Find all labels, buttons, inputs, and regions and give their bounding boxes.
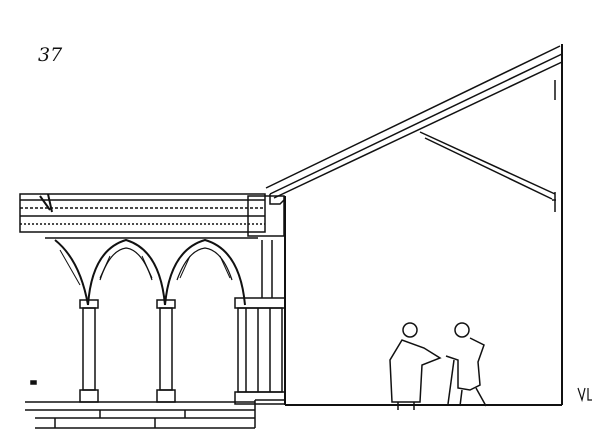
roof — [265, 44, 563, 405]
plate-number: 37 — [38, 44, 63, 66]
gable-wall — [269, 194, 562, 406]
figure-monk — [389, 322, 442, 410]
scale-mark — [30, 380, 37, 385]
arches — [54, 238, 246, 306]
monogram-vl — [577, 387, 592, 403]
arcade-entablature — [19, 193, 285, 239]
figure-pilgrim — [445, 322, 487, 407]
columns — [79, 240, 286, 405]
podium-steps — [25, 399, 286, 429]
